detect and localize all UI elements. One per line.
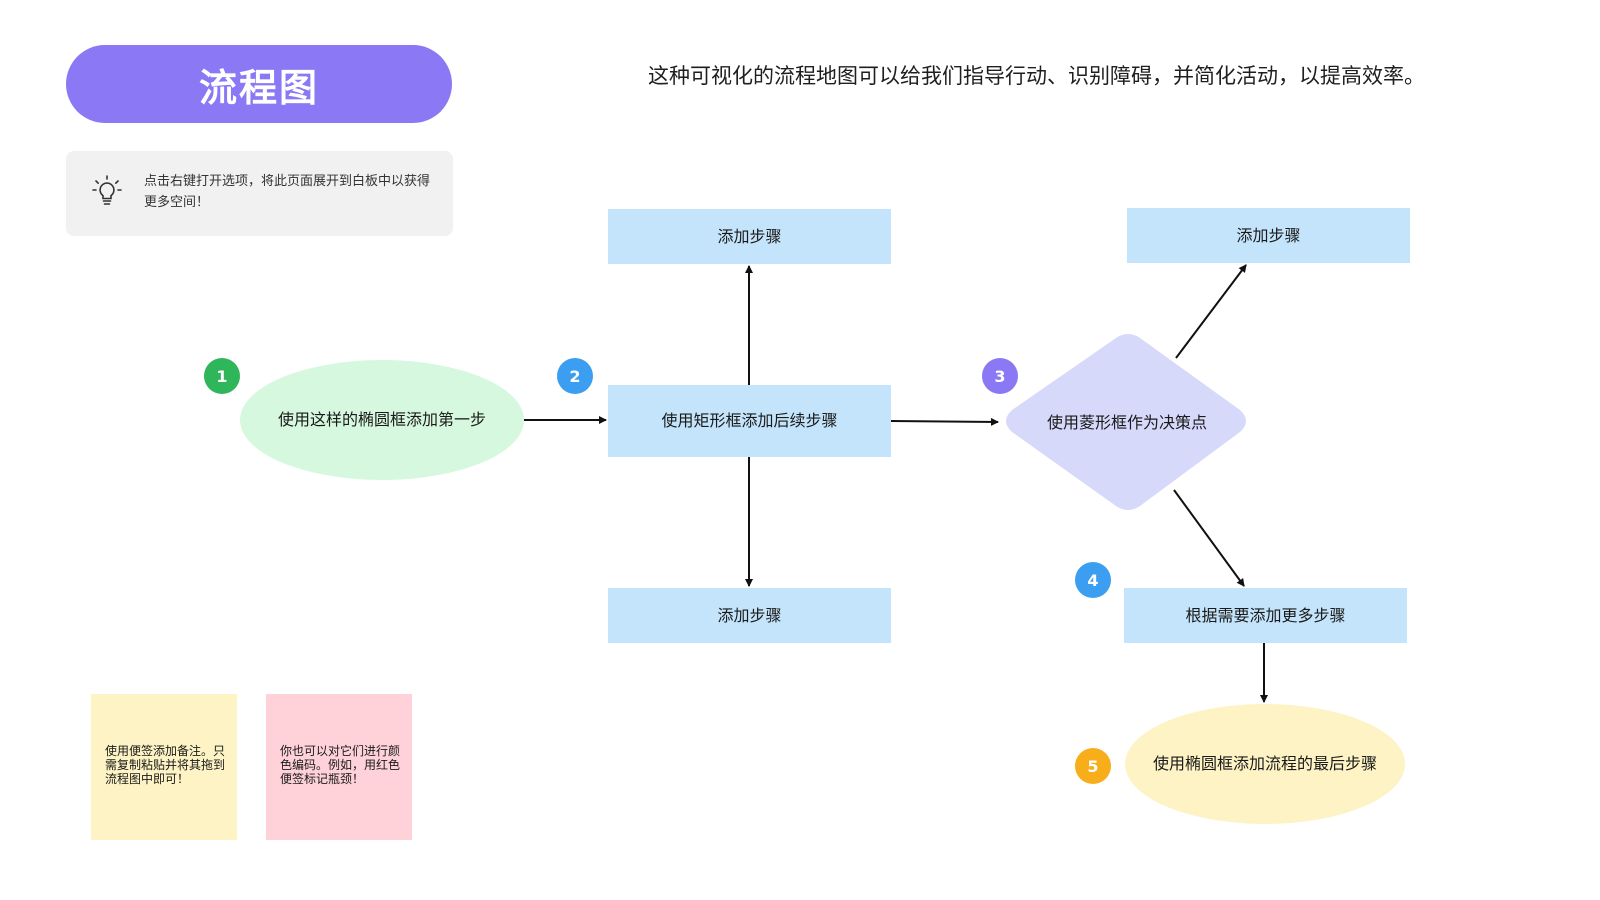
- step-box-upper-label: 添加步骤: [717, 226, 782, 246]
- end-oval[interactable]: 使用椭圆框添加流程的最后步骤: [1125, 704, 1405, 824]
- page-title: 流程图: [198, 65, 319, 110]
- connector-decision-to-upper-step: [1175, 264, 1247, 359]
- step-number-badge-3: 3: [982, 358, 1018, 394]
- step-number-badge-5: 5: [1075, 748, 1111, 784]
- decision-label: 使用菱形框作为决策点: [1046, 412, 1207, 432]
- process-step-label: 使用矩形框添加后续步骤: [661, 411, 838, 430]
- tip-callout: 点击右键打开选项，将此页面展开到白板中以获得更多空间！: [66, 151, 453, 236]
- connector-decision-to-more: [1173, 489, 1245, 587]
- step-number-badge-4: 4: [1075, 562, 1111, 598]
- tip-text: 点击右键打开选项，将此页面展开到白板中以获得更多空间！: [144, 174, 431, 210]
- title-banner: 流程图: [66, 45, 452, 123]
- more-steps-box[interactable]: 根据需要添加更多步骤: [1124, 588, 1407, 643]
- start-oval[interactable]: 使用这样的椭圆框添加第一步: [240, 360, 524, 480]
- step-box-lower-label: 添加步骤: [717, 605, 782, 625]
- sticky-note-pink[interactable]: 你也可以对它们进行颜色编码。例如，用红色便签标记瓶颈！: [266, 694, 412, 840]
- sticky-note-pink-text: 你也可以对它们进行颜色编码。例如，用红色便签标记瓶颈！: [280, 744, 401, 786]
- start-oval-label: 使用这样的椭圆框添加第一步: [277, 410, 486, 429]
- more-steps-label: 根据需要添加更多步骤: [1185, 605, 1346, 625]
- step-box-lower[interactable]: 添加步骤: [608, 588, 891, 643]
- step-number-badge-2: 2: [557, 358, 593, 394]
- lightbulb-icon: [92, 175, 122, 205]
- step-number-badge-1: 1: [204, 358, 240, 394]
- decision-branch-step-box[interactable]: 添加步骤: [1127, 208, 1410, 263]
- decision-diamond[interactable]: [1006, 334, 1246, 510]
- decision-branch-step-label: 添加步骤: [1236, 225, 1301, 245]
- page-description: 这种可视化的流程地图可以给我们指导行动、识别障碍，并简化活动，以提高效率。: [648, 64, 1425, 88]
- end-oval-label: 使用椭圆框添加流程的最后步骤: [1152, 754, 1377, 773]
- process-step-box[interactable]: 使用矩形框添加后续步骤: [608, 385, 891, 457]
- sticky-note-yellow[interactable]: 使用便签添加备注。只需复制粘贴并将其拖到流程图中即可！: [91, 694, 237, 840]
- sticky-note-yellow-text: 使用便签添加备注。只需复制粘贴并将其拖到流程图中即可！: [105, 744, 226, 786]
- step-box-upper[interactable]: 添加步骤: [608, 209, 891, 264]
- connector-main-to-decision: [890, 417, 999, 426]
